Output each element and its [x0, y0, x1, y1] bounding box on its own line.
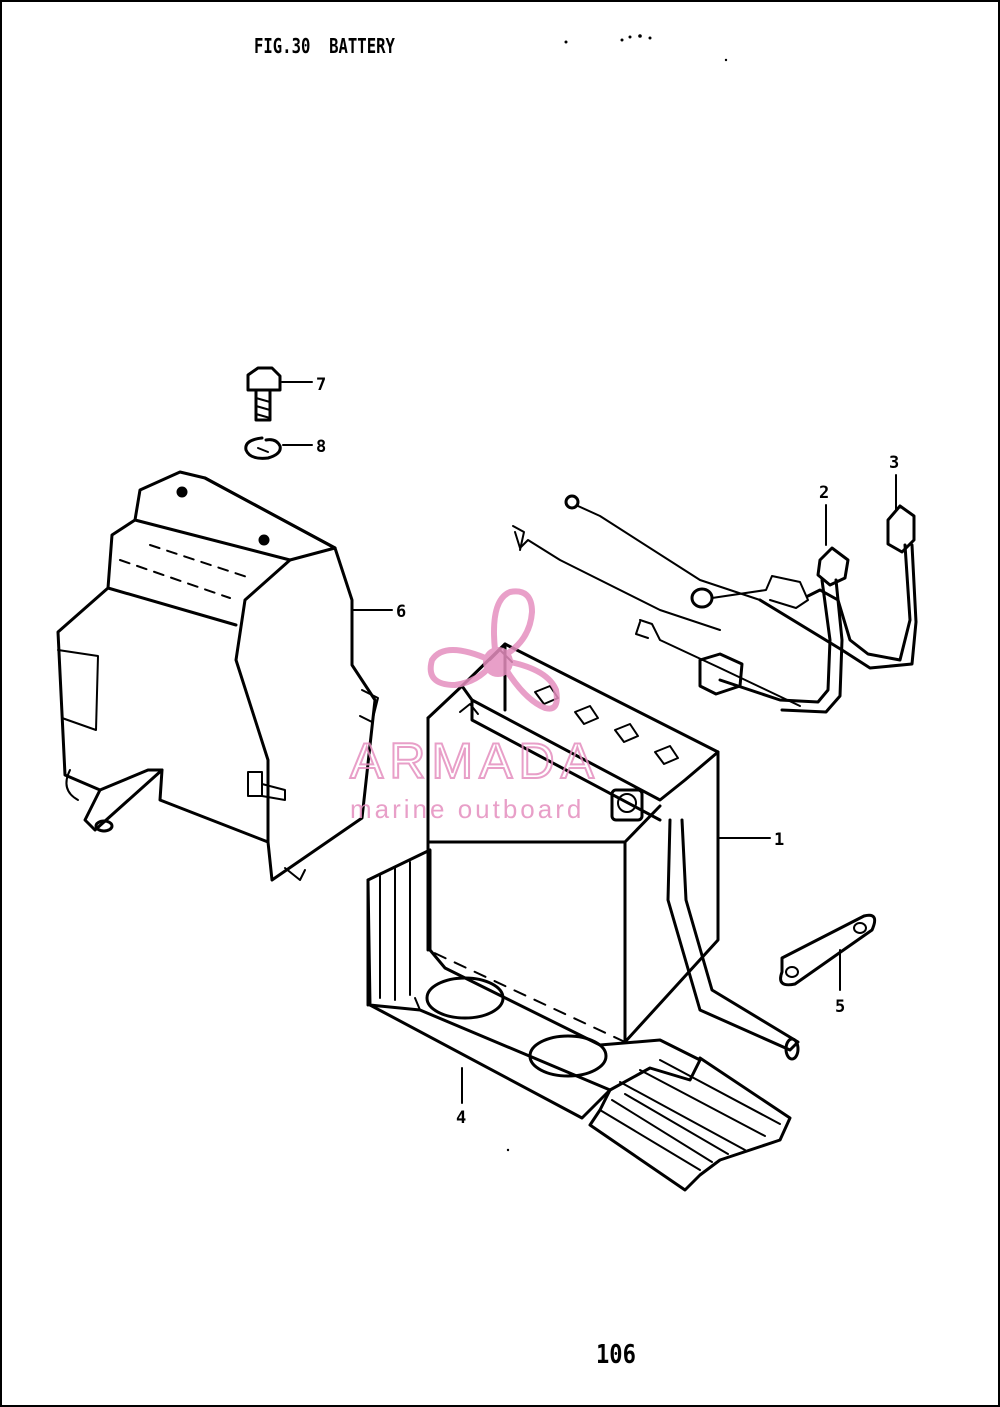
callout-7: 7	[316, 375, 326, 395]
watermark-tagline: marine outboard	[350, 794, 584, 824]
callout-8: 8	[316, 437, 326, 457]
cable-leads-part	[512, 494, 918, 714]
callout-6: 6	[396, 602, 406, 622]
callout-1: 1	[774, 830, 784, 850]
figure-title: FIG.30 BATTERY	[254, 34, 395, 58]
propeller-icon	[427, 588, 560, 712]
battery-tray-part	[366, 848, 792, 1192]
callout-2: 2	[819, 483, 829, 503]
callout-3: 3	[889, 453, 899, 473]
bolt-part	[246, 366, 282, 422]
strap-part	[779, 913, 877, 987]
armada-watermark: ARMADA marine outboard	[349, 588, 600, 824]
leader-lines	[281, 381, 897, 1104]
battery-cover-part	[56, 470, 379, 882]
callout-4: 4	[456, 1108, 466, 1128]
callout-5: 5	[835, 997, 845, 1017]
page-number: 106	[596, 1340, 636, 1370]
callout-labels: 7 8 6 1 2 3 4 5	[316, 375, 899, 1128]
battery-part	[426, 642, 800, 1061]
washer-part	[244, 436, 282, 460]
watermark-brand: ARMADA	[350, 733, 600, 789]
scan-specks	[506, 34, 728, 1152]
